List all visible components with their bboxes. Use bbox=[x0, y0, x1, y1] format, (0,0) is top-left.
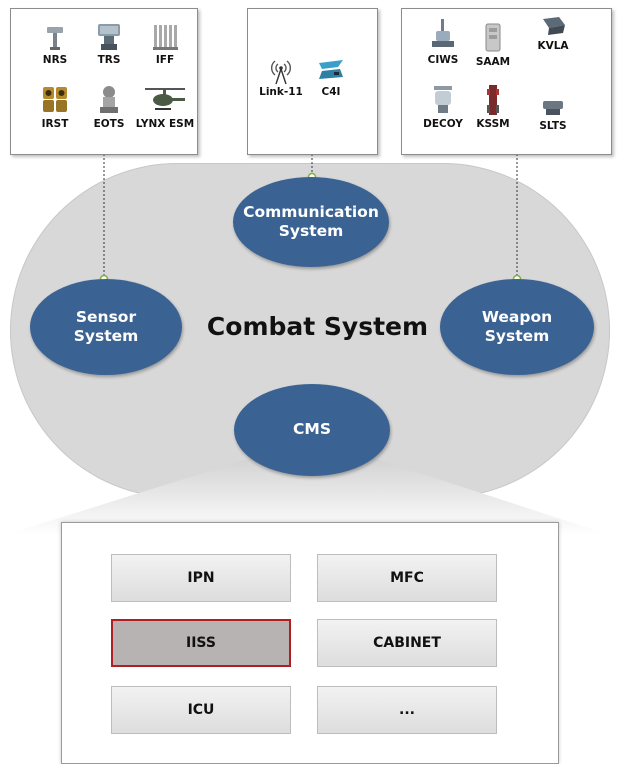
sensor-item-label: EOTS bbox=[93, 118, 125, 130]
antenna-signal-icon bbox=[271, 60, 291, 85]
sensor-node-line1: Sensor bbox=[75, 307, 137, 326]
infrared-sensor-icon bbox=[43, 87, 67, 112]
electro-optical-turret-icon bbox=[100, 86, 118, 113]
weapon-item-kvla[interactable]: KVLA bbox=[518, 13, 588, 52]
sensor-item-irst[interactable]: IRST bbox=[20, 83, 90, 130]
weapon-item-label: CIWS bbox=[427, 54, 459, 66]
combat-system-title: Combat System bbox=[206, 312, 429, 341]
sensor-item-trs[interactable]: TRS bbox=[74, 21, 144, 66]
cms-module-label: MFC bbox=[390, 570, 424, 586]
cms-module-iiss[interactable]: IISS bbox=[111, 619, 291, 667]
weapon-node-line2: System bbox=[484, 327, 550, 345]
cms-node[interactable]: CMS bbox=[234, 384, 390, 476]
sensor-item-label: NRS bbox=[42, 54, 68, 66]
sensor-item-label: IFF bbox=[155, 54, 175, 66]
cms-module-label: CABINET bbox=[373, 635, 441, 651]
weapon-item-label: SLTS bbox=[539, 120, 567, 132]
communication-node-line2: System bbox=[278, 222, 344, 240]
helicopter-icon bbox=[145, 88, 185, 110]
weapon-item-label: KSSM bbox=[476, 118, 510, 130]
weapon-item-decoy[interactable]: DECOY bbox=[408, 83, 478, 130]
sensor-item-label: TRS bbox=[97, 54, 121, 66]
sensor-equipment-panel: NRS TRS IFF IRST bbox=[10, 8, 198, 155]
cms-modules-panel: IPN MFC IISS CABINET ICU ... bbox=[61, 522, 559, 764]
weapon-item-saam[interactable]: SAAM bbox=[458, 21, 528, 68]
cms-module-cabinet[interactable]: CABINET bbox=[317, 619, 497, 667]
communication-equipment-panel: Link-11 C4I bbox=[247, 8, 378, 155]
weapon-node-line1: Weapon bbox=[481, 307, 553, 326]
close-in-gun-icon bbox=[432, 19, 454, 47]
sensor-item-lynx-esm[interactable]: LYNX ESM bbox=[130, 83, 200, 130]
cms-module-mfc[interactable]: MFC bbox=[317, 554, 497, 602]
communication-item-label: C4I bbox=[321, 86, 341, 98]
communication-system-node[interactable]: Communication System bbox=[233, 177, 389, 267]
sensor-item-iff[interactable]: IFF bbox=[130, 21, 200, 66]
cms-module-more[interactable]: ... bbox=[317, 686, 497, 734]
cms-module-label: IPN bbox=[187, 570, 215, 586]
weapon-item-label: SAAM bbox=[475, 56, 511, 68]
cms-module-label: ICU bbox=[187, 702, 215, 718]
cms-expansion-wedge bbox=[5, 452, 610, 535]
sensor-item-eots[interactable]: EOTS bbox=[74, 83, 144, 130]
weapon-item-label: KVLA bbox=[537, 40, 569, 52]
weapon-item-kssm[interactable]: KSSM bbox=[458, 83, 528, 130]
radar-antenna-icon bbox=[47, 27, 63, 50]
weapon-item-ciws[interactable]: CIWS bbox=[408, 17, 478, 66]
sensor-item-nrs[interactable]: NRS bbox=[20, 21, 90, 66]
tracking-radar-icon bbox=[98, 24, 120, 50]
decoy-launcher-icon bbox=[434, 86, 452, 113]
iff-antenna-icon bbox=[153, 25, 178, 50]
sensor-system-node[interactable]: Sensor System bbox=[30, 279, 182, 375]
cms-node-label: CMS bbox=[293, 420, 331, 439]
communication-item-c4i[interactable]: C4I bbox=[296, 55, 366, 98]
weapon-system-node[interactable]: Weapon System bbox=[440, 279, 594, 375]
cms-module-ipn[interactable]: IPN bbox=[111, 554, 291, 602]
network-link-icon bbox=[319, 60, 343, 79]
sensor-item-label: LYNX ESM bbox=[135, 118, 195, 130]
sensor-item-label: IRST bbox=[41, 118, 69, 130]
weapon-equipment-panel: CIWS SAAM KVLA DECOY KSSM bbox=[401, 8, 612, 155]
cms-module-label: IISS bbox=[186, 635, 216, 651]
cms-module-label: ... bbox=[399, 702, 415, 718]
cms-module-icu[interactable]: ICU bbox=[111, 686, 291, 734]
vertical-launcher-icon bbox=[543, 17, 565, 35]
sensor-node-line2: System bbox=[73, 327, 139, 345]
communication-node-line1: Communication bbox=[243, 202, 379, 221]
missile-icon bbox=[487, 85, 499, 115]
torpedo-launcher-icon bbox=[543, 101, 563, 115]
weapon-item-label: DECOY bbox=[423, 118, 463, 130]
missile-launcher-icon bbox=[485, 23, 501, 52]
communication-item-label: Link-11 bbox=[259, 86, 303, 98]
weapon-item-slts[interactable]: SLTS bbox=[518, 97, 588, 132]
communication-item-link-11[interactable]: Link-11 bbox=[246, 55, 316, 98]
